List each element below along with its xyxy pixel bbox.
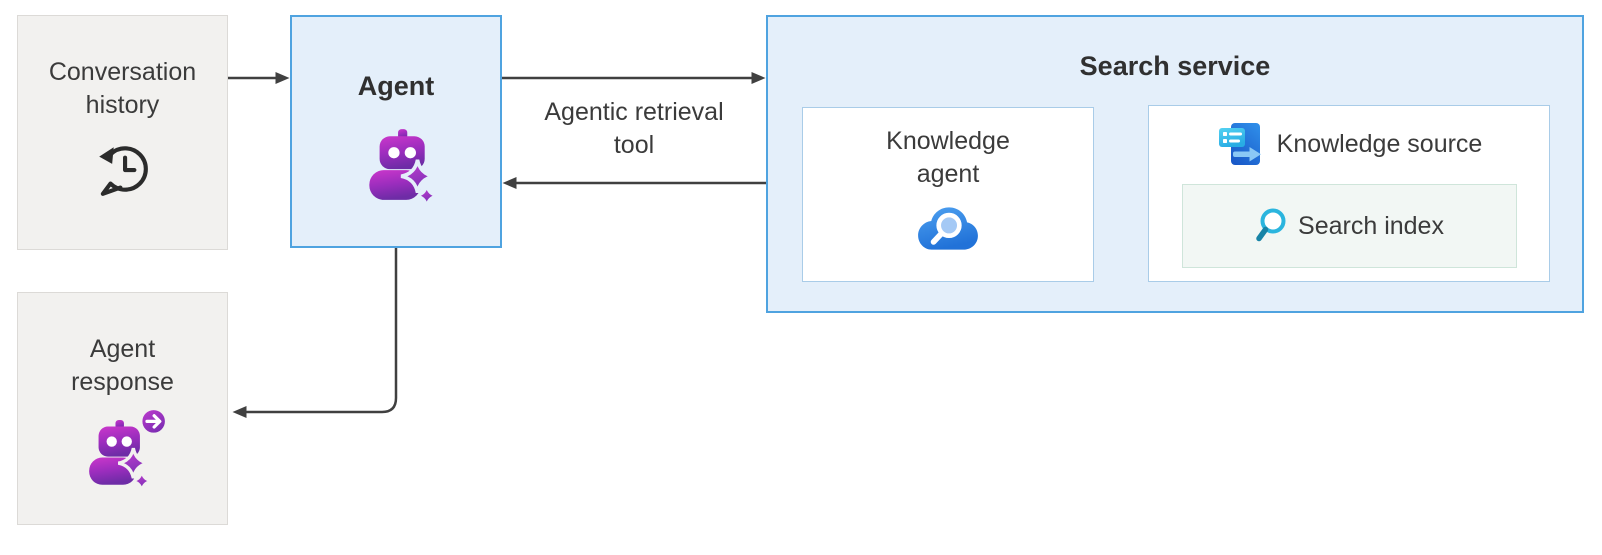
agent-label: Agent	[357, 71, 435, 101]
node-knowledge-source: Knowledge source Search index	[1148, 105, 1550, 282]
conversation-history-label: Conversation history	[48, 58, 197, 119]
search-magnifier-icon	[1256, 208, 1286, 242]
search-service-title: Search service	[1079, 51, 1271, 81]
agent-response-label: Agent response	[71, 335, 174, 396]
node-agent-response: Agent response	[17, 292, 228, 525]
knowledge-source-icon	[1218, 123, 1261, 165]
agentic-retrieval-tool-label: Agentic retrieval tool	[544, 98, 724, 159]
agent-sparkle-icon	[369, 129, 437, 206]
node-search-index: Search index	[1182, 184, 1517, 268]
cloud-search-icon	[918, 207, 978, 250]
edge-agent-to-response	[232, 248, 398, 418]
knowledge-source-label: Knowledge source	[1276, 129, 1483, 158]
node-agent: Agent	[290, 15, 502, 248]
knowledge-agent-label: Knowledge agent	[886, 127, 1010, 188]
agent-response-icon	[88, 407, 168, 490]
chat-history-icon	[98, 146, 148, 196]
node-search-service: Search service Knowledge agent	[766, 15, 1584, 313]
response-arrow-badge	[138, 407, 168, 436]
search-index-label: Search index	[1298, 211, 1444, 240]
node-conversation-history: Conversation history	[17, 15, 228, 250]
node-knowledge-agent: Knowledge agent	[802, 107, 1094, 282]
